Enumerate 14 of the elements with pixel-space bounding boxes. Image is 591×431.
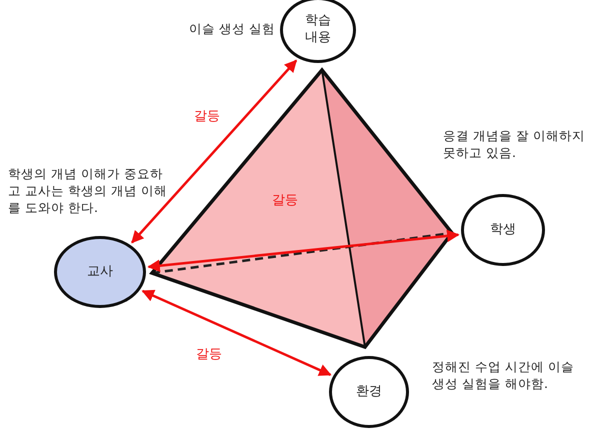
- arrow: [142, 290, 332, 376]
- arrow: [147, 230, 460, 272]
- note-text: 학생의 개념 이해가 중요하고 교사는 학생의 개념 이해를 도와야 한다.: [8, 166, 168, 217]
- edge-label: 갈등: [196, 346, 222, 363]
- arrow: [131, 60, 298, 244]
- note-text: 이슬 생성 실험: [188, 21, 275, 38]
- ellipse-node: 교사: [54, 236, 146, 308]
- edge-label: 갈등: [272, 192, 298, 209]
- ellipse-node: 학습 내용: [280, 0, 356, 63]
- edge-label: 갈등: [194, 108, 220, 125]
- note-text: 응결 개념을 잘 이해하지 못하고 있음.: [443, 128, 586, 162]
- ellipse-node: 환경: [329, 356, 409, 428]
- ellipse-node: 학생: [461, 194, 545, 266]
- note-text: 정해진 수업 시간에 이슬 생성 실험을 해야함.: [432, 359, 575, 393]
